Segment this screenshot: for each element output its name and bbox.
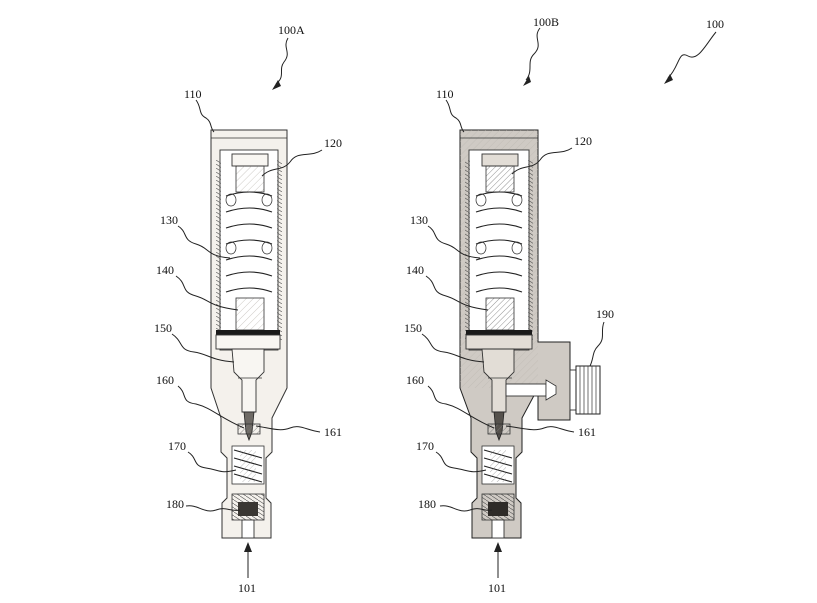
label-160-right: 160 <box>406 373 424 387</box>
label-130-left: 130 <box>160 213 178 227</box>
label-100A: 100A <box>278 23 305 37</box>
label-101-left: 101 <box>238 581 256 595</box>
label-120-left: 120 <box>324 136 342 150</box>
label-150-left: 150 <box>154 321 172 335</box>
label-161-right: 161 <box>578 425 596 439</box>
label-120-right: 120 <box>574 134 592 148</box>
seal-left <box>216 330 280 335</box>
label-100B: 100B <box>533 15 559 29</box>
label-140-right: 140 <box>406 263 424 277</box>
label-180-left: 180 <box>166 497 184 511</box>
stem-150-left <box>231 348 265 413</box>
label-150-right: 150 <box>404 321 422 335</box>
piston-140-left <box>235 297 265 331</box>
label-140-left: 140 <box>156 263 174 277</box>
side-port <box>505 383 547 397</box>
label-180-right: 180 <box>418 497 436 511</box>
label-170-right: 170 <box>416 439 434 453</box>
seat-180-right <box>488 502 508 516</box>
label-190: 190 <box>596 307 614 321</box>
label-101-right: 101 <box>488 581 506 595</box>
valve-100A <box>210 129 288 539</box>
spring-130-right <box>475 191 523 293</box>
spring-130-left <box>225 191 273 293</box>
adjust-screw-120-left <box>231 153 269 167</box>
label-100: 100 <box>706 17 724 31</box>
label-170-left: 170 <box>168 439 186 453</box>
label-161-left: 161 <box>324 425 342 439</box>
reference-labels: 100A 100B 100 110 110 120 120 130 130 14… <box>154 15 724 595</box>
screw-body-left <box>235 165 265 193</box>
leader-lines <box>171 27 717 578</box>
label-130-right: 130 <box>410 213 428 227</box>
piston-140-right <box>485 297 515 331</box>
label-110-right: 110 <box>436 87 454 101</box>
seat-180-left <box>238 502 258 516</box>
label-160-left: 160 <box>156 373 174 387</box>
adjust-screw-120-right <box>481 153 519 167</box>
seal-right <box>466 330 532 335</box>
valve-100B <box>459 129 601 539</box>
label-110-left: 110 <box>184 87 202 101</box>
